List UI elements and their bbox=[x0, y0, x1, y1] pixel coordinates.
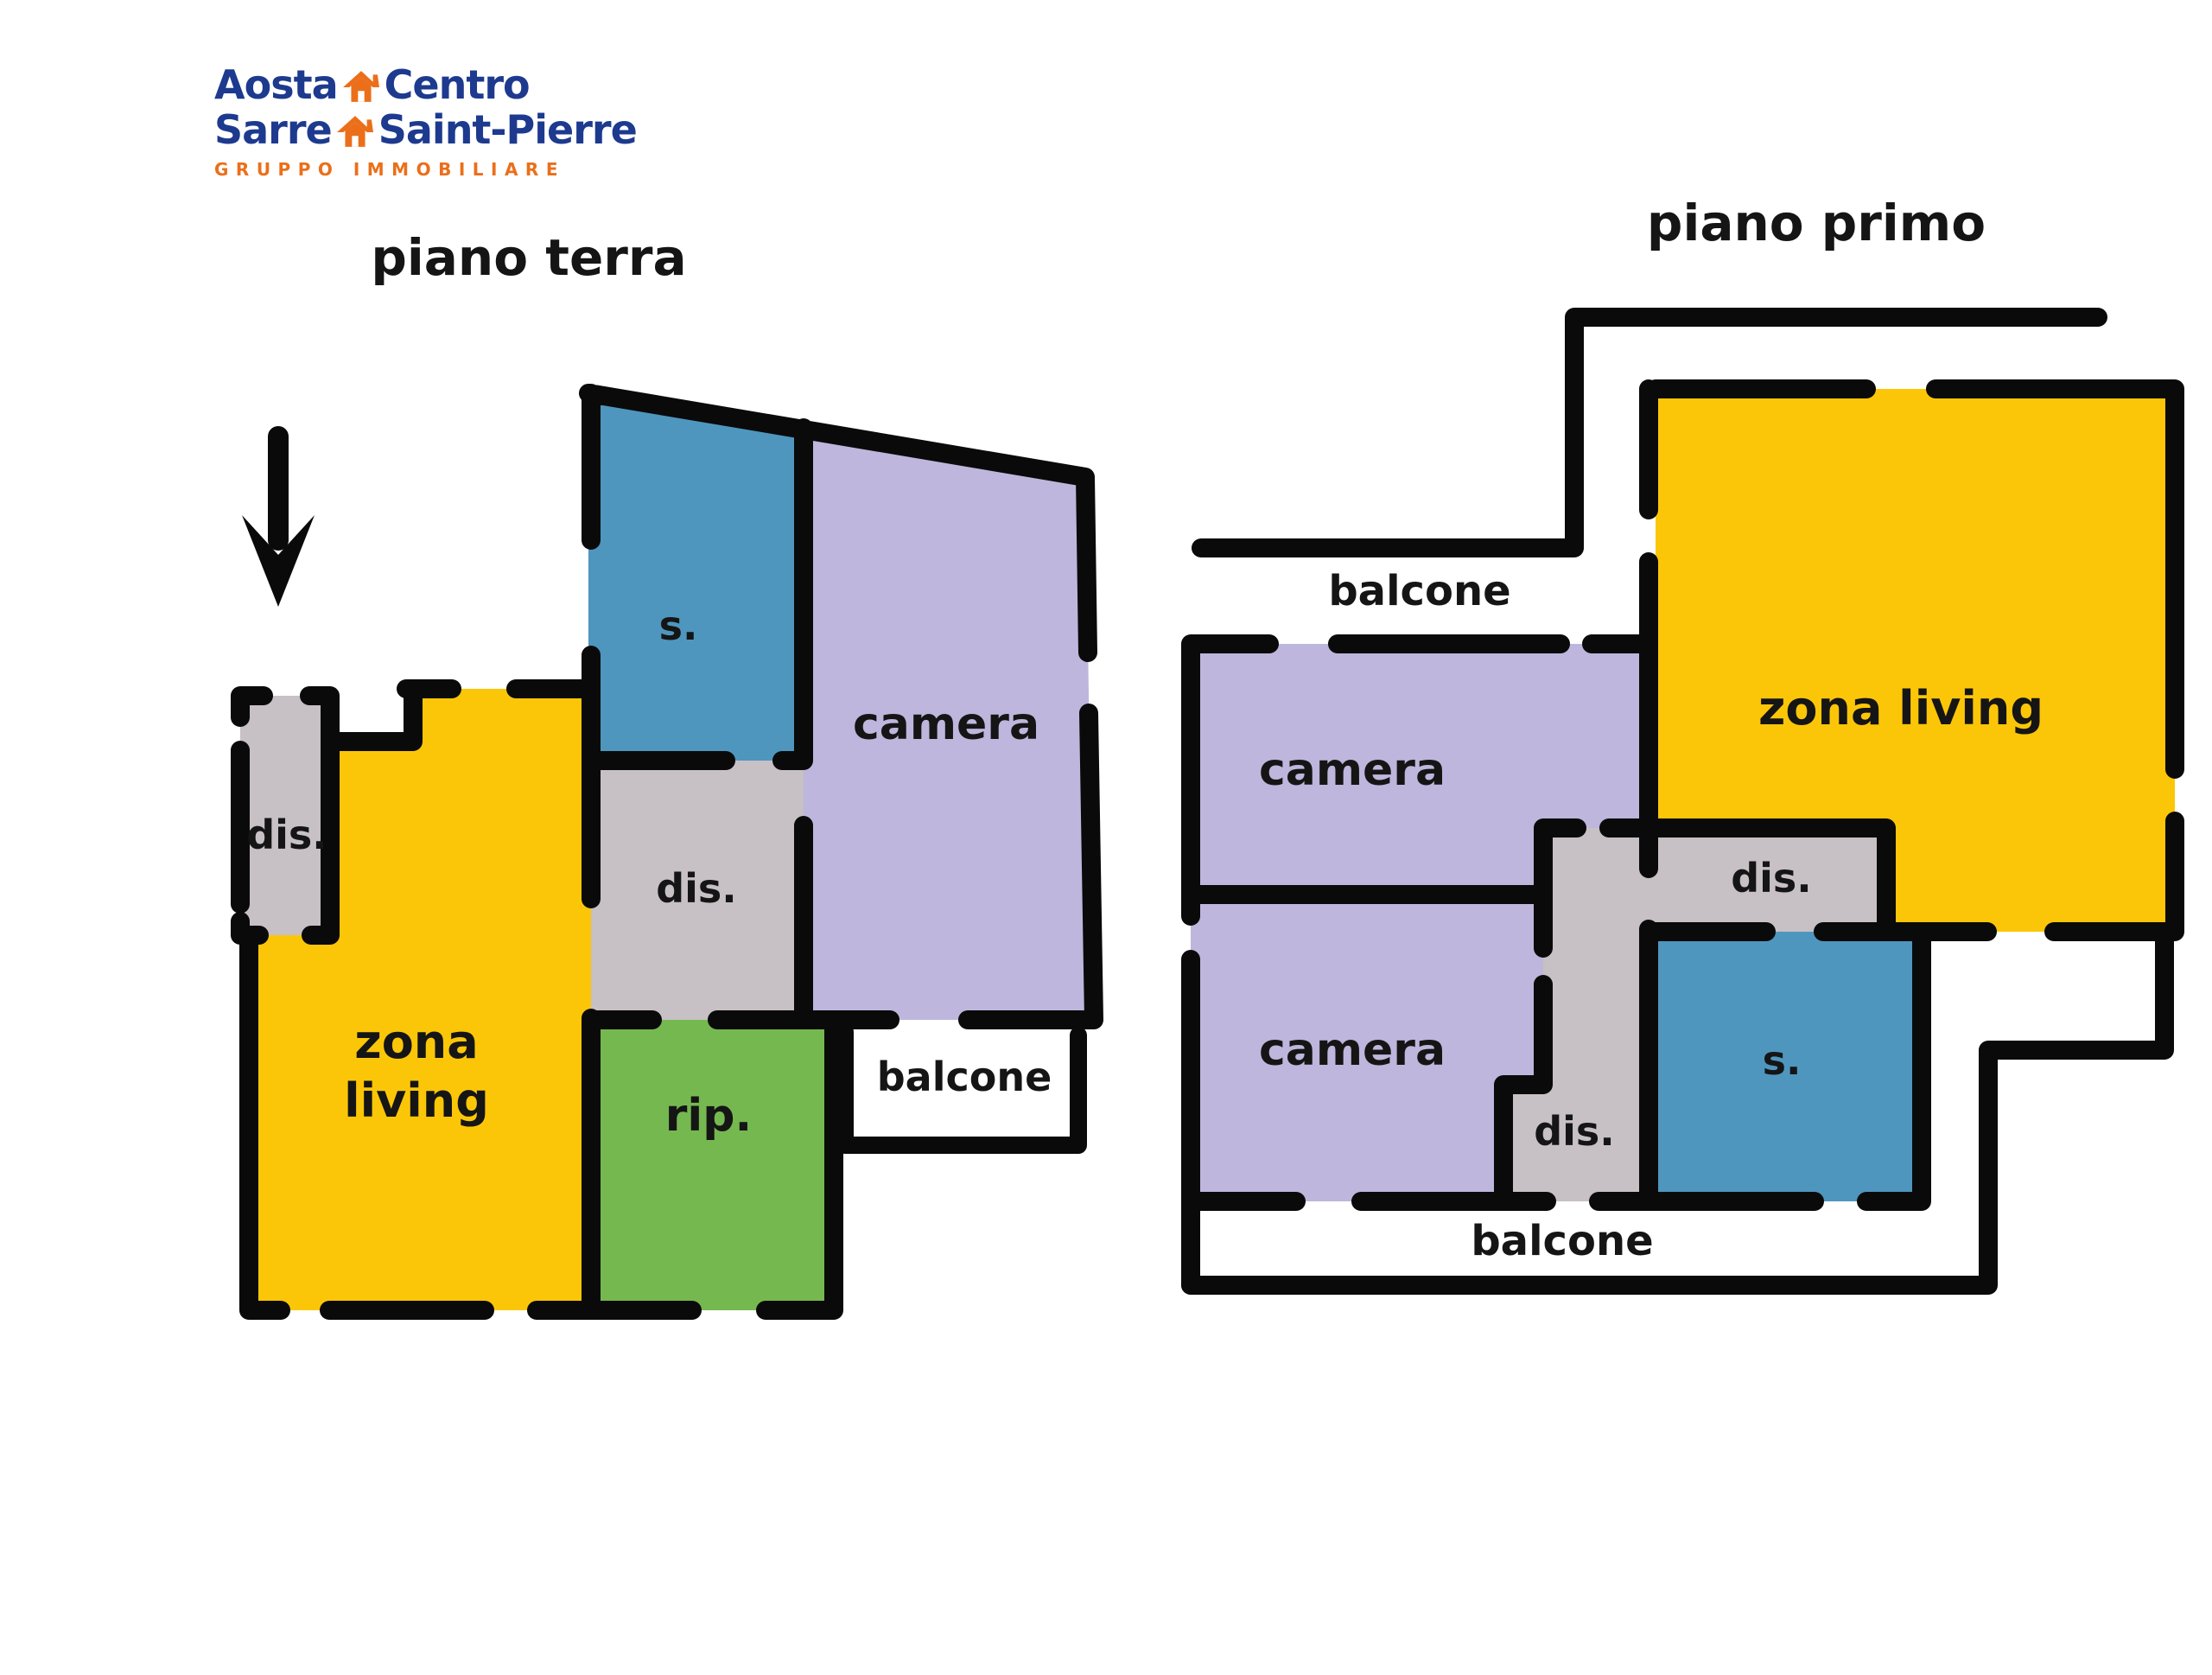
room-dis-first bbox=[1503, 828, 1886, 1201]
logo-word-saint-pierre: Saint-Pierre bbox=[378, 106, 638, 153]
agency-logo: Aosta Centro Sarre Saint-Pierre GRUPPO I… bbox=[214, 62, 638, 180]
label-zona-living-ground-1: zona bbox=[354, 1015, 478, 1069]
entrance-arrow-icon bbox=[242, 426, 315, 607]
logo-word-aosta: Aosta bbox=[214, 61, 339, 108]
label-balcone-first-top: balcone bbox=[1328, 567, 1510, 615]
house-icon bbox=[342, 67, 379, 102]
plan-title-first: piano primo bbox=[1647, 194, 1986, 252]
label-camera-first-bottom: camera bbox=[1259, 1024, 1446, 1076]
label-camera-first-top: camera bbox=[1259, 744, 1446, 796]
label-zona-living-first: zona living bbox=[1758, 681, 2044, 736]
label-zona-living-ground-2: living bbox=[344, 1073, 489, 1128]
room-camera-first-bottom bbox=[1191, 895, 1543, 1201]
label-dis-first-bottom: dis. bbox=[1534, 1108, 1615, 1155]
railing-balcone-first-top bbox=[1192, 308, 2107, 557]
railing-balcone-first-bottom bbox=[1181, 925, 2174, 1295]
walls-first bbox=[1181, 379, 2184, 1295]
label-rip: rip. bbox=[665, 1090, 752, 1142]
room-dis-middle bbox=[591, 761, 804, 1020]
house-icon bbox=[336, 112, 373, 147]
room-camera-ground bbox=[804, 428, 1094, 1020]
plan-ground-floor: piano terra dis. zona living s. camera d… bbox=[231, 228, 1103, 1320]
walls-ground bbox=[231, 384, 1103, 1320]
room-bath-first bbox=[1649, 932, 1922, 1201]
plan-first-floor: piano primo balcone camera camera zona l… bbox=[1181, 194, 2184, 1295]
logo-word-centro: Centro bbox=[384, 61, 531, 108]
logo-line-2: Sarre Saint-Pierre bbox=[214, 106, 638, 153]
logo-word-sarre: Sarre bbox=[214, 106, 333, 153]
logo-line-1: Aosta Centro bbox=[214, 62, 637, 107]
label-dis-entry: dis. bbox=[246, 812, 327, 858]
label-balcone-first-bottom: balcone bbox=[1471, 1217, 1653, 1265]
room-zona-living-first bbox=[1656, 389, 2175, 932]
room-rip bbox=[591, 1020, 834, 1310]
logo-tagline: GRUPPO IMMOBILIARE bbox=[214, 159, 565, 180]
room-bath-ground bbox=[588, 393, 804, 761]
room-dis-entry bbox=[240, 696, 330, 935]
plan-title-ground: piano terra bbox=[371, 228, 686, 287]
label-dis-first-top: dis. bbox=[1731, 855, 1812, 901]
label-dis-middle: dis. bbox=[656, 865, 737, 912]
label-bath-ground: s. bbox=[659, 602, 698, 649]
railing-balcone-ground bbox=[836, 1023, 1087, 1154]
label-camera-ground: camera bbox=[853, 698, 1039, 750]
label-balcone-ground: balcone bbox=[877, 1054, 1052, 1100]
label-bath-first: s. bbox=[1763, 1037, 1802, 1084]
